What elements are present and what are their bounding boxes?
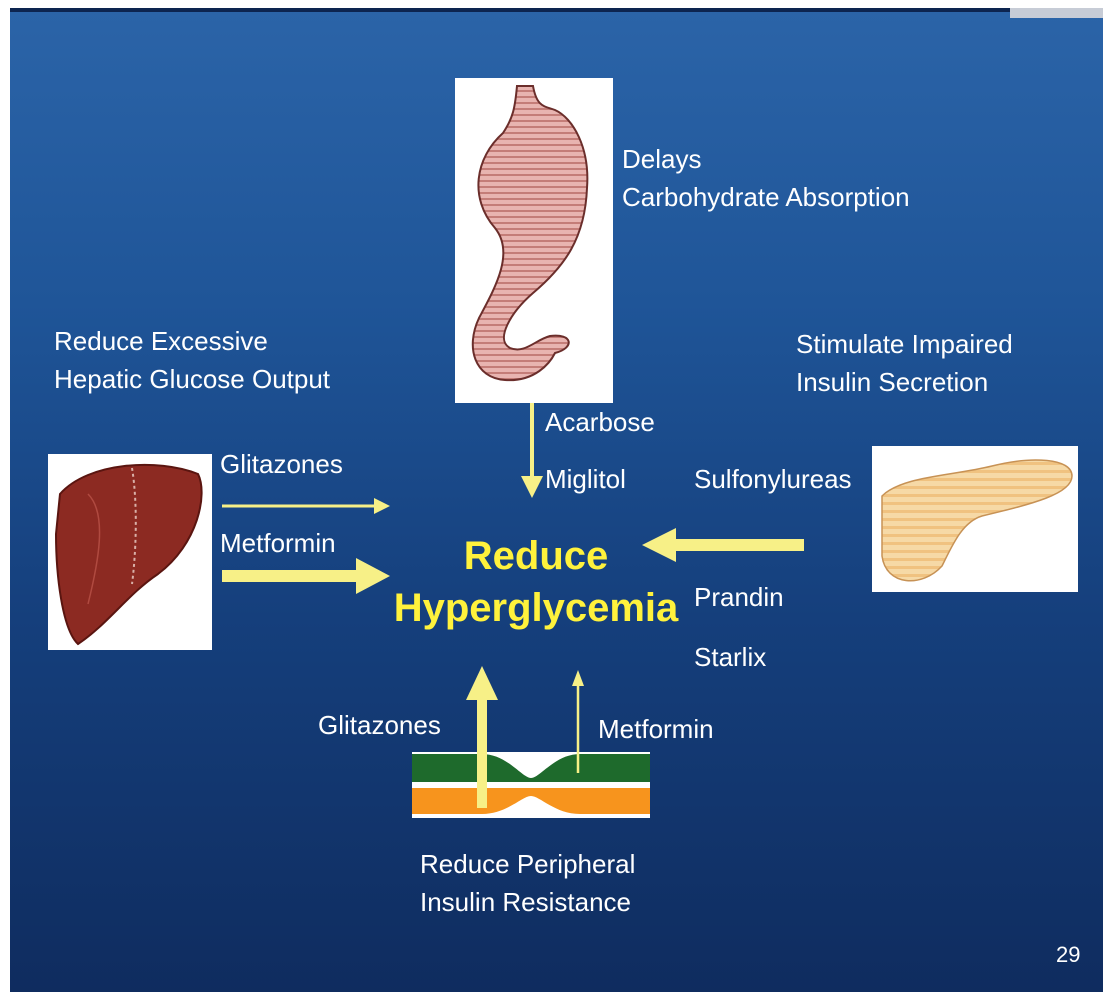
- metformin-liver-arrow: [222, 558, 390, 594]
- glitazones-liver-arrow: [222, 498, 390, 514]
- page-number: 29: [1056, 942, 1080, 968]
- drug-label-glitazones-liver: Glitazones: [220, 446, 343, 484]
- liver-caption: Reduce Excessive Hepatic Glucose Output: [54, 323, 330, 398]
- metformin-muscle-arrow: [572, 670, 584, 773]
- muscle-caption-line-2: Insulin Resistance: [420, 884, 635, 922]
- stomach-caption: Delays Carbohydrate Absorption: [622, 141, 910, 216]
- stomach-arrow: [521, 403, 543, 498]
- liver-caption-line-1: Reduce Excessive: [54, 323, 330, 361]
- drug-label-prandin: Prandin: [694, 579, 784, 617]
- center-heading-line-2: Hyperglycemia: [376, 582, 696, 634]
- stomach-caption-line-2: Carbohydrate Absorption: [622, 179, 910, 217]
- center-heading: Reduce Hyperglycemia: [376, 530, 696, 634]
- center-heading-line-1: Reduce: [376, 530, 696, 582]
- drug-label-sulfonylureas: Sulfonylureas: [694, 461, 852, 499]
- pancreas-caption-line-1: Stimulate Impaired: [796, 326, 1013, 364]
- pancreas-caption: Stimulate Impaired Insulin Secretion: [796, 326, 1013, 401]
- drug-label-starlix: Starlix: [694, 639, 766, 677]
- drug-label-miglitol: Miglitol: [545, 461, 626, 499]
- drug-label-glitazones-muscle: Glitazones: [318, 707, 441, 745]
- drug-label-metformin-muscle: Metformin: [598, 711, 714, 749]
- slide: Delays Carbohydrate Absorption Reduce Ex…: [10, 8, 1103, 992]
- pancreas-caption-line-2: Insulin Secretion: [796, 364, 1013, 402]
- muscle-caption: Reduce Peripheral Insulin Resistance: [420, 846, 635, 921]
- muscle-caption-line-1: Reduce Peripheral: [420, 846, 635, 884]
- drug-label-acarbose: Acarbose: [545, 404, 655, 442]
- arrows-layer: [10, 8, 1103, 992]
- liver-caption-line-2: Hepatic Glucose Output: [54, 361, 330, 399]
- drug-label-metformin-liver: Metformin: [220, 525, 336, 563]
- stomach-caption-line-1: Delays: [622, 141, 910, 179]
- glitazones-muscle-arrow: [466, 666, 498, 808]
